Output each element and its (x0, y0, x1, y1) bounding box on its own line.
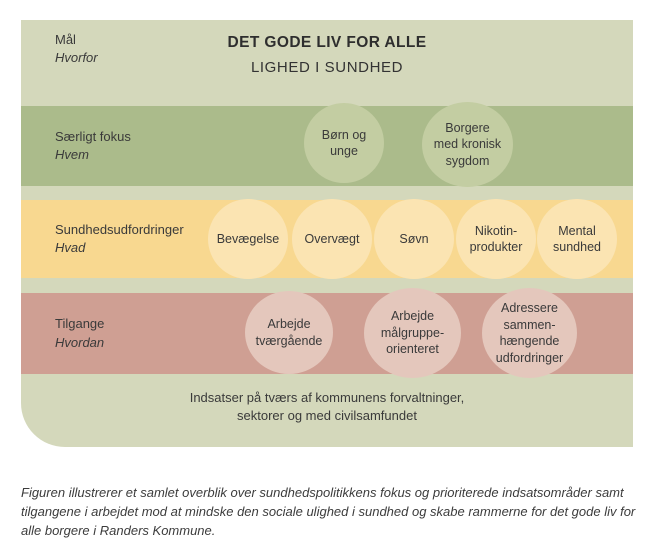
challenge-circle-nicotine: Nikotin- produkter (456, 199, 536, 279)
row-label-goal-text: Mål (55, 32, 76, 47)
row-label-approaches-sub: Hvordan (55, 334, 105, 350)
row-label-focus-sub: Hvem (55, 147, 89, 162)
approach-circle-cross: Arbejde tværgående (245, 291, 333, 374)
row-label-focus-text: Særligt fokus (55, 128, 131, 144)
row-label-approaches: Tilgange Hvordan (55, 315, 104, 351)
focus-circle-children: Børn og unge (304, 103, 384, 183)
figure-subtitle: LIGHED I SUNDHED (250, 59, 404, 76)
approach-circle-coherent: Adressere sammen- hængende udfordringer (482, 288, 577, 378)
row-label-challenges: Sundhedsudfordringer Hvad (55, 221, 184, 257)
row-label-goal-sub: Hvorfor (55, 50, 98, 66)
challenge-circle-overweight: Overvægt (292, 199, 372, 279)
health-policy-figure: DET GODE LIV FOR ALLE LIGHED I SUNDHED M… (21, 20, 633, 447)
row-label-focus: Særligt fokus Hvem (55, 128, 131, 164)
row-label-challenges-sub: Hvad (55, 240, 86, 255)
row-label-goal: Mål Hvorfor (55, 31, 98, 67)
challenge-circle-sleep: Søvn (374, 199, 454, 279)
challenge-circle-movement: Bevægelse (208, 199, 288, 279)
focus-circle-chronic: Borgere med kronisk sygdom (422, 102, 513, 187)
figure-title-block: DET GODE LIV FOR ALLE LIGHED I SUNDHED (21, 34, 633, 76)
challenge-circle-mental: Mental sundhed (537, 199, 617, 279)
row-label-approaches-text: Tilgange (55, 316, 105, 332)
figure-footer-note: Indsatser på tværs af kommunens forvaltn… (189, 390, 465, 424)
row-label-challenges-text: Sundhedsudfordringer (55, 221, 184, 237)
figure-caption: Figuren illustrerer et samlet overblik o… (21, 485, 636, 539)
approach-circle-targetgroup: Arbejde målgruppe- orienteret (364, 288, 461, 378)
figure-title: DET GODE LIV FOR ALLE (227, 34, 427, 51)
